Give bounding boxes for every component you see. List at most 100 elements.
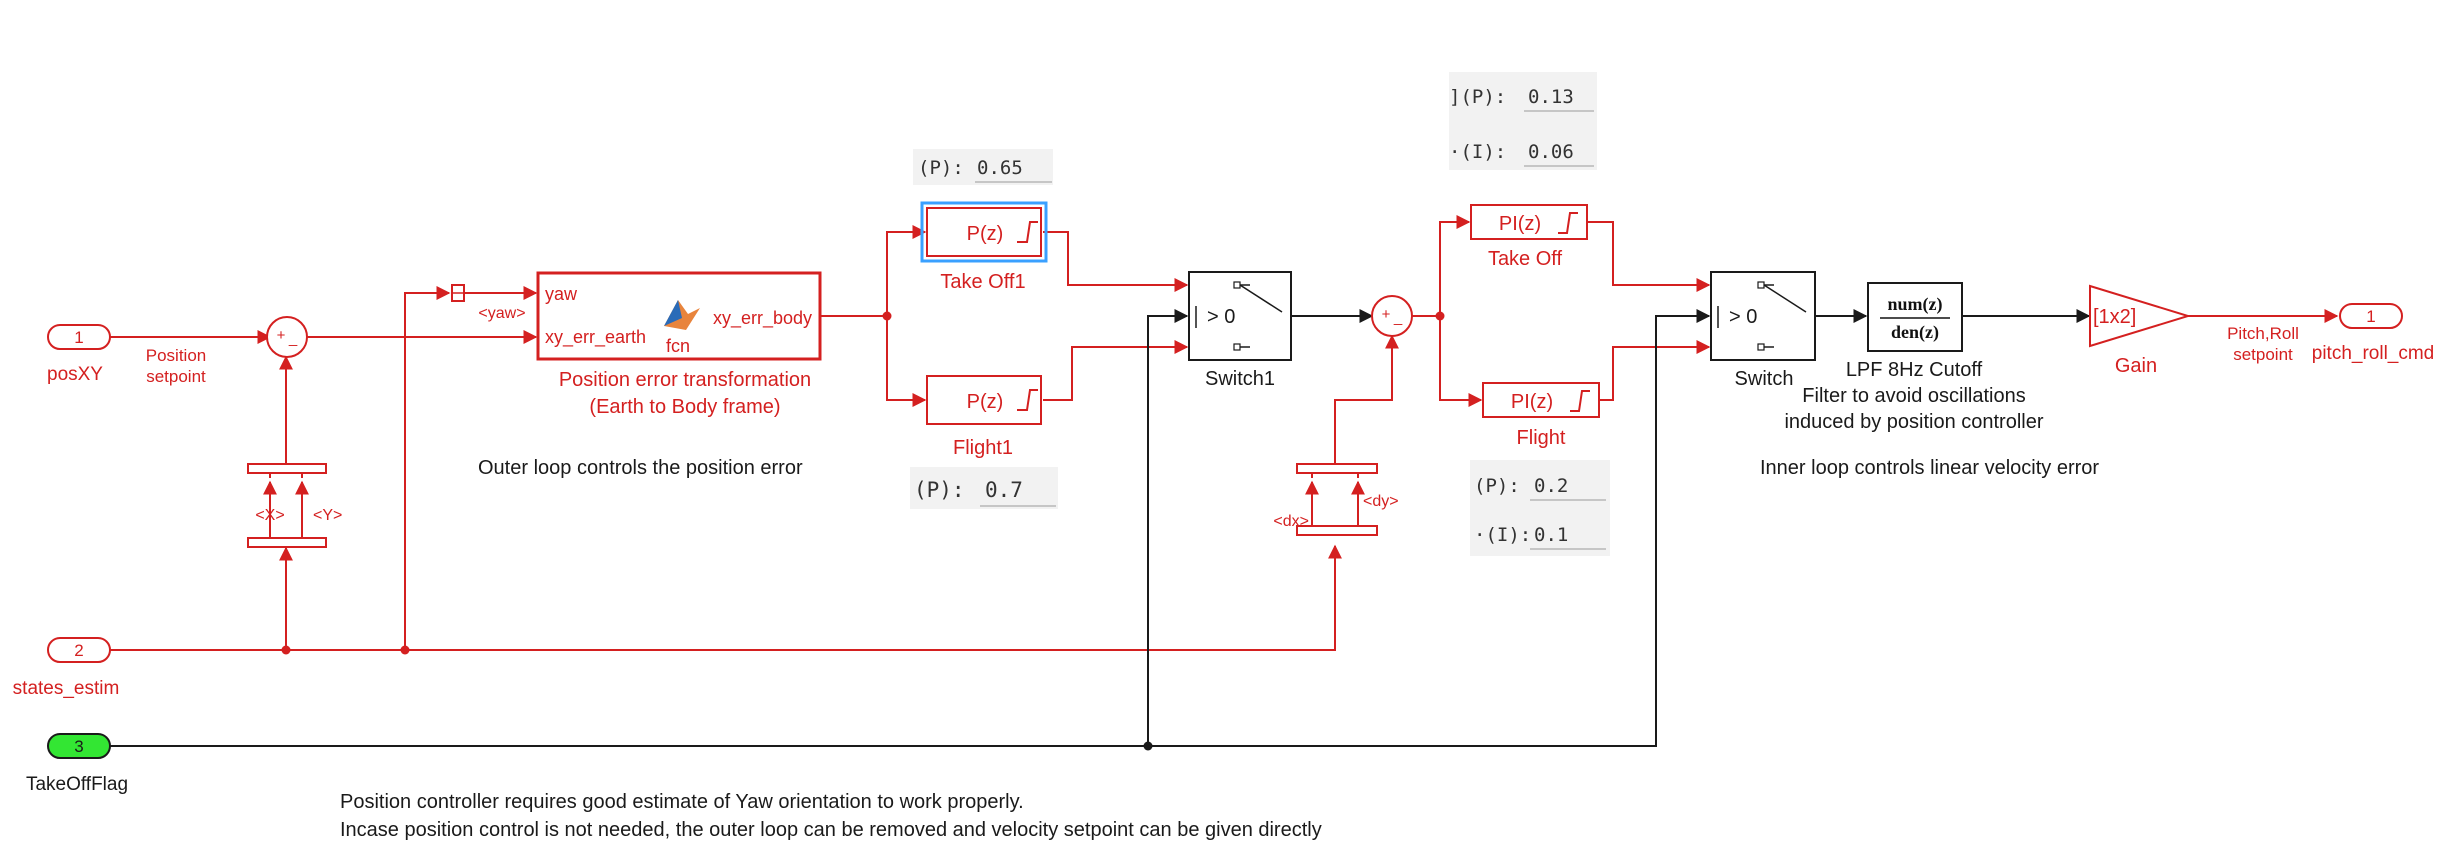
param-takeoff-p-label: ](P): — [1449, 86, 1506, 108]
inport-3-number: 3 — [74, 737, 83, 756]
param-takeoff[interactable]: ](P): 0.13 ·(I): 0.06 — [1449, 72, 1597, 170]
signal-y-label: <Y> — [313, 507, 342, 524]
line-to-flight[interactable] — [1439, 316, 1483, 407]
outport-1-name: pitch_roll_cmd — [2312, 343, 2435, 364]
gain-value: [1x2] — [2093, 306, 2136, 328]
p-block-takeoff1-name: Take Off1 — [940, 271, 1025, 293]
line-flag-switch1[interactable] — [1147, 309, 1189, 746]
p-block-flight1-label: P(z) — [967, 391, 1004, 413]
switch-threshold: > 0 — [1729, 306, 1757, 328]
fcn-output-xy-err-body: xy_err_body — [713, 308, 812, 329]
line-flight1-switch1[interactable] — [1043, 340, 1189, 401]
bus-selector-dxdy[interactable]: <dx> <dy> — [1273, 463, 1399, 536]
inport-3[interactable]: 3 — [47, 733, 111, 759]
param-takeoff1-label: (P): — [918, 157, 964, 179]
param-flight-p-label: (P): — [1474, 475, 1520, 497]
line-takeoff-switch[interactable] — [1587, 221, 1711, 292]
matlab-icon — [664, 300, 700, 330]
pi-block-flight[interactable]: PI(z) — [1482, 382, 1600, 418]
annotation-note-2: Incase position control is not needed, t… — [340, 819, 1322, 841]
pi-block-takeoff-label: PI(z) — [1499, 213, 1541, 235]
switch1-block[interactable]: > 0 — [1188, 271, 1292, 361]
gain-name: Gain — [2115, 355, 2157, 377]
param-flight-i-value: 0.1 — [1534, 524, 1568, 546]
fcn-caption-2: (Earth to Body frame) — [589, 396, 780, 418]
line-flight-switch[interactable] — [1599, 340, 1711, 401]
switch-block[interactable]: > 0 — [1710, 271, 1816, 361]
fcn-input-xy-err-earth: xy_err_earth — [545, 327, 646, 348]
line-takeoffflag[interactable] — [110, 309, 1711, 747]
sum-2-minus: _ — [1393, 309, 1403, 326]
saturation-icon — [1017, 389, 1038, 411]
inport-3-name: TakeOffFlag — [26, 774, 128, 795]
signal-yaw-label: <yaw> — [478, 305, 525, 322]
sum-block-1[interactable]: + _ — [266, 316, 308, 358]
tf-denominator: den(z) — [1891, 322, 1939, 343]
p-block-flight1[interactable]: P(z) — [926, 375, 1042, 425]
sum-block-2[interactable]: + _ — [1371, 295, 1413, 337]
param-takeoff1-value: 0.65 — [977, 157, 1023, 179]
sum-2-plus: + — [1382, 306, 1391, 323]
black-signal-lines — [110, 309, 2091, 747]
sum-1-minus: _ — [288, 330, 298, 347]
signal-dx-label: <dx> — [1273, 513, 1309, 530]
param-takeoff-i-label: ·(I): — [1449, 141, 1506, 163]
fcn-caption-1: Position error transformation — [559, 369, 811, 391]
gain-block[interactable]: [1x2] — [2089, 284, 2192, 348]
pitch-roll-setpoint-label-1: Pitch,Roll — [2227, 324, 2299, 343]
annotation-inner-loop: Inner loop controls linear velocity erro… — [1760, 457, 2099, 479]
signal-dy-label: <dy> — [1363, 493, 1399, 510]
pi-block-takeoff[interactable]: PI(z) — [1470, 204, 1588, 240]
param-flight-p-value: 0.2 — [1534, 475, 1568, 497]
line-takeoff1-switch1[interactable] — [1043, 231, 1189, 292]
transfer-function-block[interactable]: num(z) den(z) — [1867, 282, 1963, 352]
inport-1[interactable]: 1 — [47, 324, 111, 350]
annotation-outer-loop: Outer loop controls the position error — [478, 457, 803, 479]
p-block-takeoff1-label: P(z) — [967, 223, 1004, 245]
inport-1-number: 1 — [74, 328, 83, 347]
junction — [1435, 311, 1445, 321]
junction — [281, 645, 291, 655]
position-setpoint-label-2: setpoint — [146, 367, 206, 386]
param-takeoff-p-value: 0.13 — [1528, 86, 1574, 108]
line-states-bus[interactable] — [110, 544, 1342, 651]
tf-caption-3: induced by position controller — [1784, 411, 2043, 433]
tf-numerator: num(z) — [1888, 294, 1943, 315]
param-takeoff1[interactable]: (P): 0.65 — [913, 149, 1053, 185]
outport-1[interactable]: 1 — [2339, 303, 2403, 329]
position-setpoint-label-1: Position — [146, 346, 206, 365]
pi-block-takeoff-name: Take Off — [1488, 248, 1563, 270]
inport-2-name: states_estim — [13, 678, 120, 699]
line-dxdy-sum2[interactable] — [1334, 334, 1399, 464]
saturation-icon — [1570, 390, 1590, 412]
p-block-takeoff1[interactable]: P(z) — [920, 201, 1048, 263]
yaw-selector[interactable] — [451, 284, 465, 302]
saturation-icon — [1017, 221, 1038, 243]
param-flight[interactable]: (P): 0.2 ·(I): 0.1 — [1470, 460, 1610, 556]
p-block-flight1-name: Flight1 — [953, 437, 1013, 459]
pi-block-flight-name: Flight — [1517, 427, 1566, 449]
inport-2-number: 2 — [74, 641, 83, 660]
junction — [1143, 741, 1153, 751]
param-flight1[interactable]: (P): 0.7 — [910, 467, 1058, 509]
line-to-takeoff1[interactable] — [886, 225, 927, 316]
bus-selector-xy[interactable]: <X> <Y> — [247, 463, 342, 548]
junction-dots — [281, 311, 1445, 751]
line-to-flight1[interactable] — [886, 316, 927, 407]
annotation-note-1: Position controller requires good estima… — [340, 791, 1024, 813]
fcn-block[interactable]: yaw xy_err_earth xy_err_body fcn — [536, 271, 822, 361]
signal-x-label: <X> — [255, 507, 284, 524]
inport-1-name: posXY — [47, 364, 103, 385]
switch1-name: Switch1 — [1205, 368, 1275, 390]
junction — [882, 311, 892, 321]
pi-block-flight-label: PI(z) — [1511, 391, 1553, 413]
switch-name: Switch — [1735, 368, 1794, 390]
line-to-takeoff[interactable] — [1439, 215, 1471, 316]
sum-1-plus: + — [277, 327, 286, 344]
junction — [400, 645, 410, 655]
switch1-threshold: > 0 — [1207, 306, 1235, 328]
outport-1-number: 1 — [2366, 307, 2375, 326]
red-signal-lines — [110, 215, 2339, 651]
line-states-yaw[interactable] — [404, 286, 451, 650]
inport-2[interactable]: 2 — [47, 637, 111, 663]
